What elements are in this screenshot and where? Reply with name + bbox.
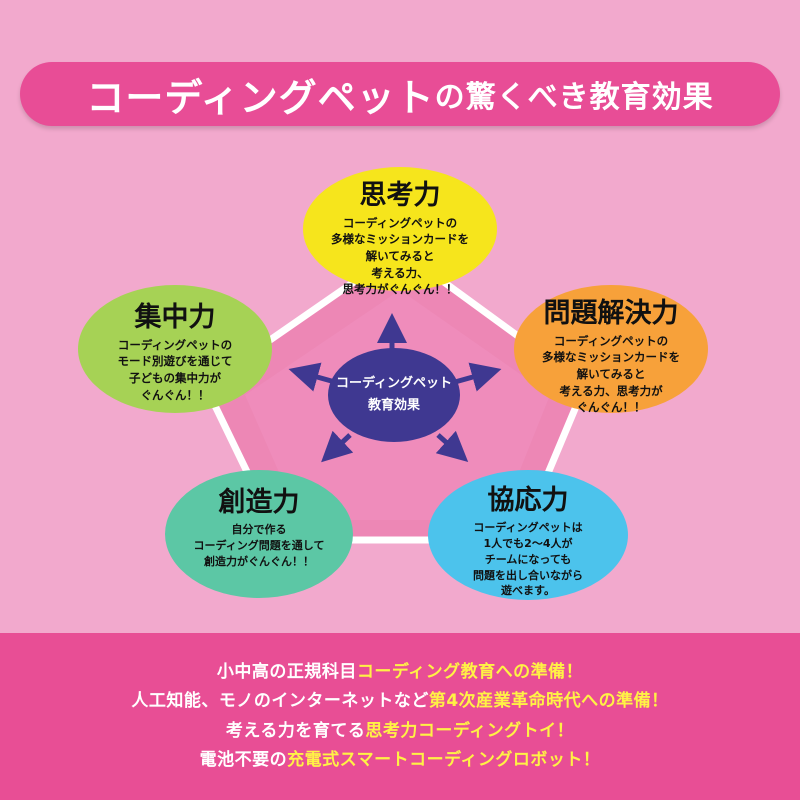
footer-line-2: 人工知能、モノのインターネットなど第4次産業革命時代への準備！ bbox=[131, 687, 668, 716]
arrow-right bbox=[454, 362, 502, 392]
node-concentration-body: コーディングペットの モード別遊びを通じて 子どもの集中力が ぐんぐん！！ bbox=[117, 337, 233, 402]
footer-line-1-plain: 小中高の正規科目 bbox=[216, 662, 357, 683]
arrow-left bbox=[288, 362, 336, 392]
node-creativity-title: 創造力 bbox=[218, 487, 300, 518]
effects-diagram: コーディングペット 教育効果 思考力 コーディングペットの 多様なミッションカー… bbox=[0, 140, 800, 630]
node-cooperation: 協応力 コーディングペットは 1人でも2～4人が チームになっても 問題を出し合… bbox=[428, 470, 628, 600]
footer-line-4-highlight: 充電式スマートコーディングロボット！ bbox=[287, 749, 601, 770]
node-problem-solving-title: 問題解決力 bbox=[543, 298, 679, 329]
title-banner: コーディングペットの驚くべき教育効果 bbox=[20, 62, 780, 126]
node-concentration-title: 集中力 bbox=[134, 302, 216, 333]
node-thinking-title: 思考力 bbox=[359, 180, 441, 211]
footer-line-3-highlight: 思考力コーディングトイ！ bbox=[365, 720, 575, 741]
node-creativity-body: 自分で作る コーディング問題を通して 創造力がぐんぐん！！ bbox=[193, 522, 325, 568]
node-problem-solving-body: コーディングペットの 多様なミッションカードを 解いてみると 考える力、思考力が… bbox=[542, 333, 680, 415]
center-label-1: コーディングペット bbox=[335, 375, 453, 391]
footer-line-2-highlight: 第4次産業革命時代への準備！ bbox=[428, 691, 669, 712]
footer-line-1: 小中高の正規科目コーディング教育への準備！ bbox=[217, 658, 583, 687]
footer-line-2-plain: 人工知能、モノのインターネットなど bbox=[131, 691, 429, 712]
node-creativity: 創造力 自分で作る コーディング問題を通して 創造力がぐんぐん！！ bbox=[165, 470, 353, 598]
footer-line-4: 電池不要の充電式スマートコーディングロボット！ bbox=[200, 746, 601, 775]
center-label-2: 教育効果 bbox=[367, 398, 420, 413]
arrow-down-left bbox=[321, 430, 354, 463]
node-cooperation-body: コーディングペットは 1人でも2～4人が チームになっても 問題を出し合いながら… bbox=[473, 520, 583, 598]
footer-line-1-highlight: コーディング教育への準備！ bbox=[356, 662, 584, 683]
footer-line-3-plain: 考える力を育てる bbox=[225, 720, 366, 741]
node-thinking: 思考力 コーディングペットの 多様なミッションカードを 解いてみると 考える力、… bbox=[303, 167, 497, 296]
arrow-down-right bbox=[435, 430, 469, 463]
node-problem-solving: 問題解決力 コーディングペットの 多様なミッションカードを 解いてみると 考える… bbox=[514, 285, 708, 415]
footer-line-3: 考える力を育てる思考力コーディングトイ！ bbox=[226, 717, 574, 746]
node-thinking-body: コーディングペットの 多様なミッションカードを 解いてみると 考える力、 思考力… bbox=[331, 215, 469, 297]
center-node: コーディングペット 教育効果 bbox=[328, 348, 460, 442]
node-cooperation-title: 協応力 bbox=[487, 485, 569, 516]
title-sub: の驚くべき教育効果 bbox=[434, 80, 714, 115]
title-main: コーディングペット bbox=[86, 75, 435, 120]
footer-line-4-plain: 電池不要の bbox=[199, 749, 288, 770]
footer-banner: 小中高の正規科目コーディング教育への準備！ 人工知能、モノのインターネットなど第… bbox=[0, 633, 800, 800]
node-concentration: 集中力 コーディングペットの モード別遊びを通じて 子どもの集中力が ぐんぐん！… bbox=[78, 285, 272, 413]
